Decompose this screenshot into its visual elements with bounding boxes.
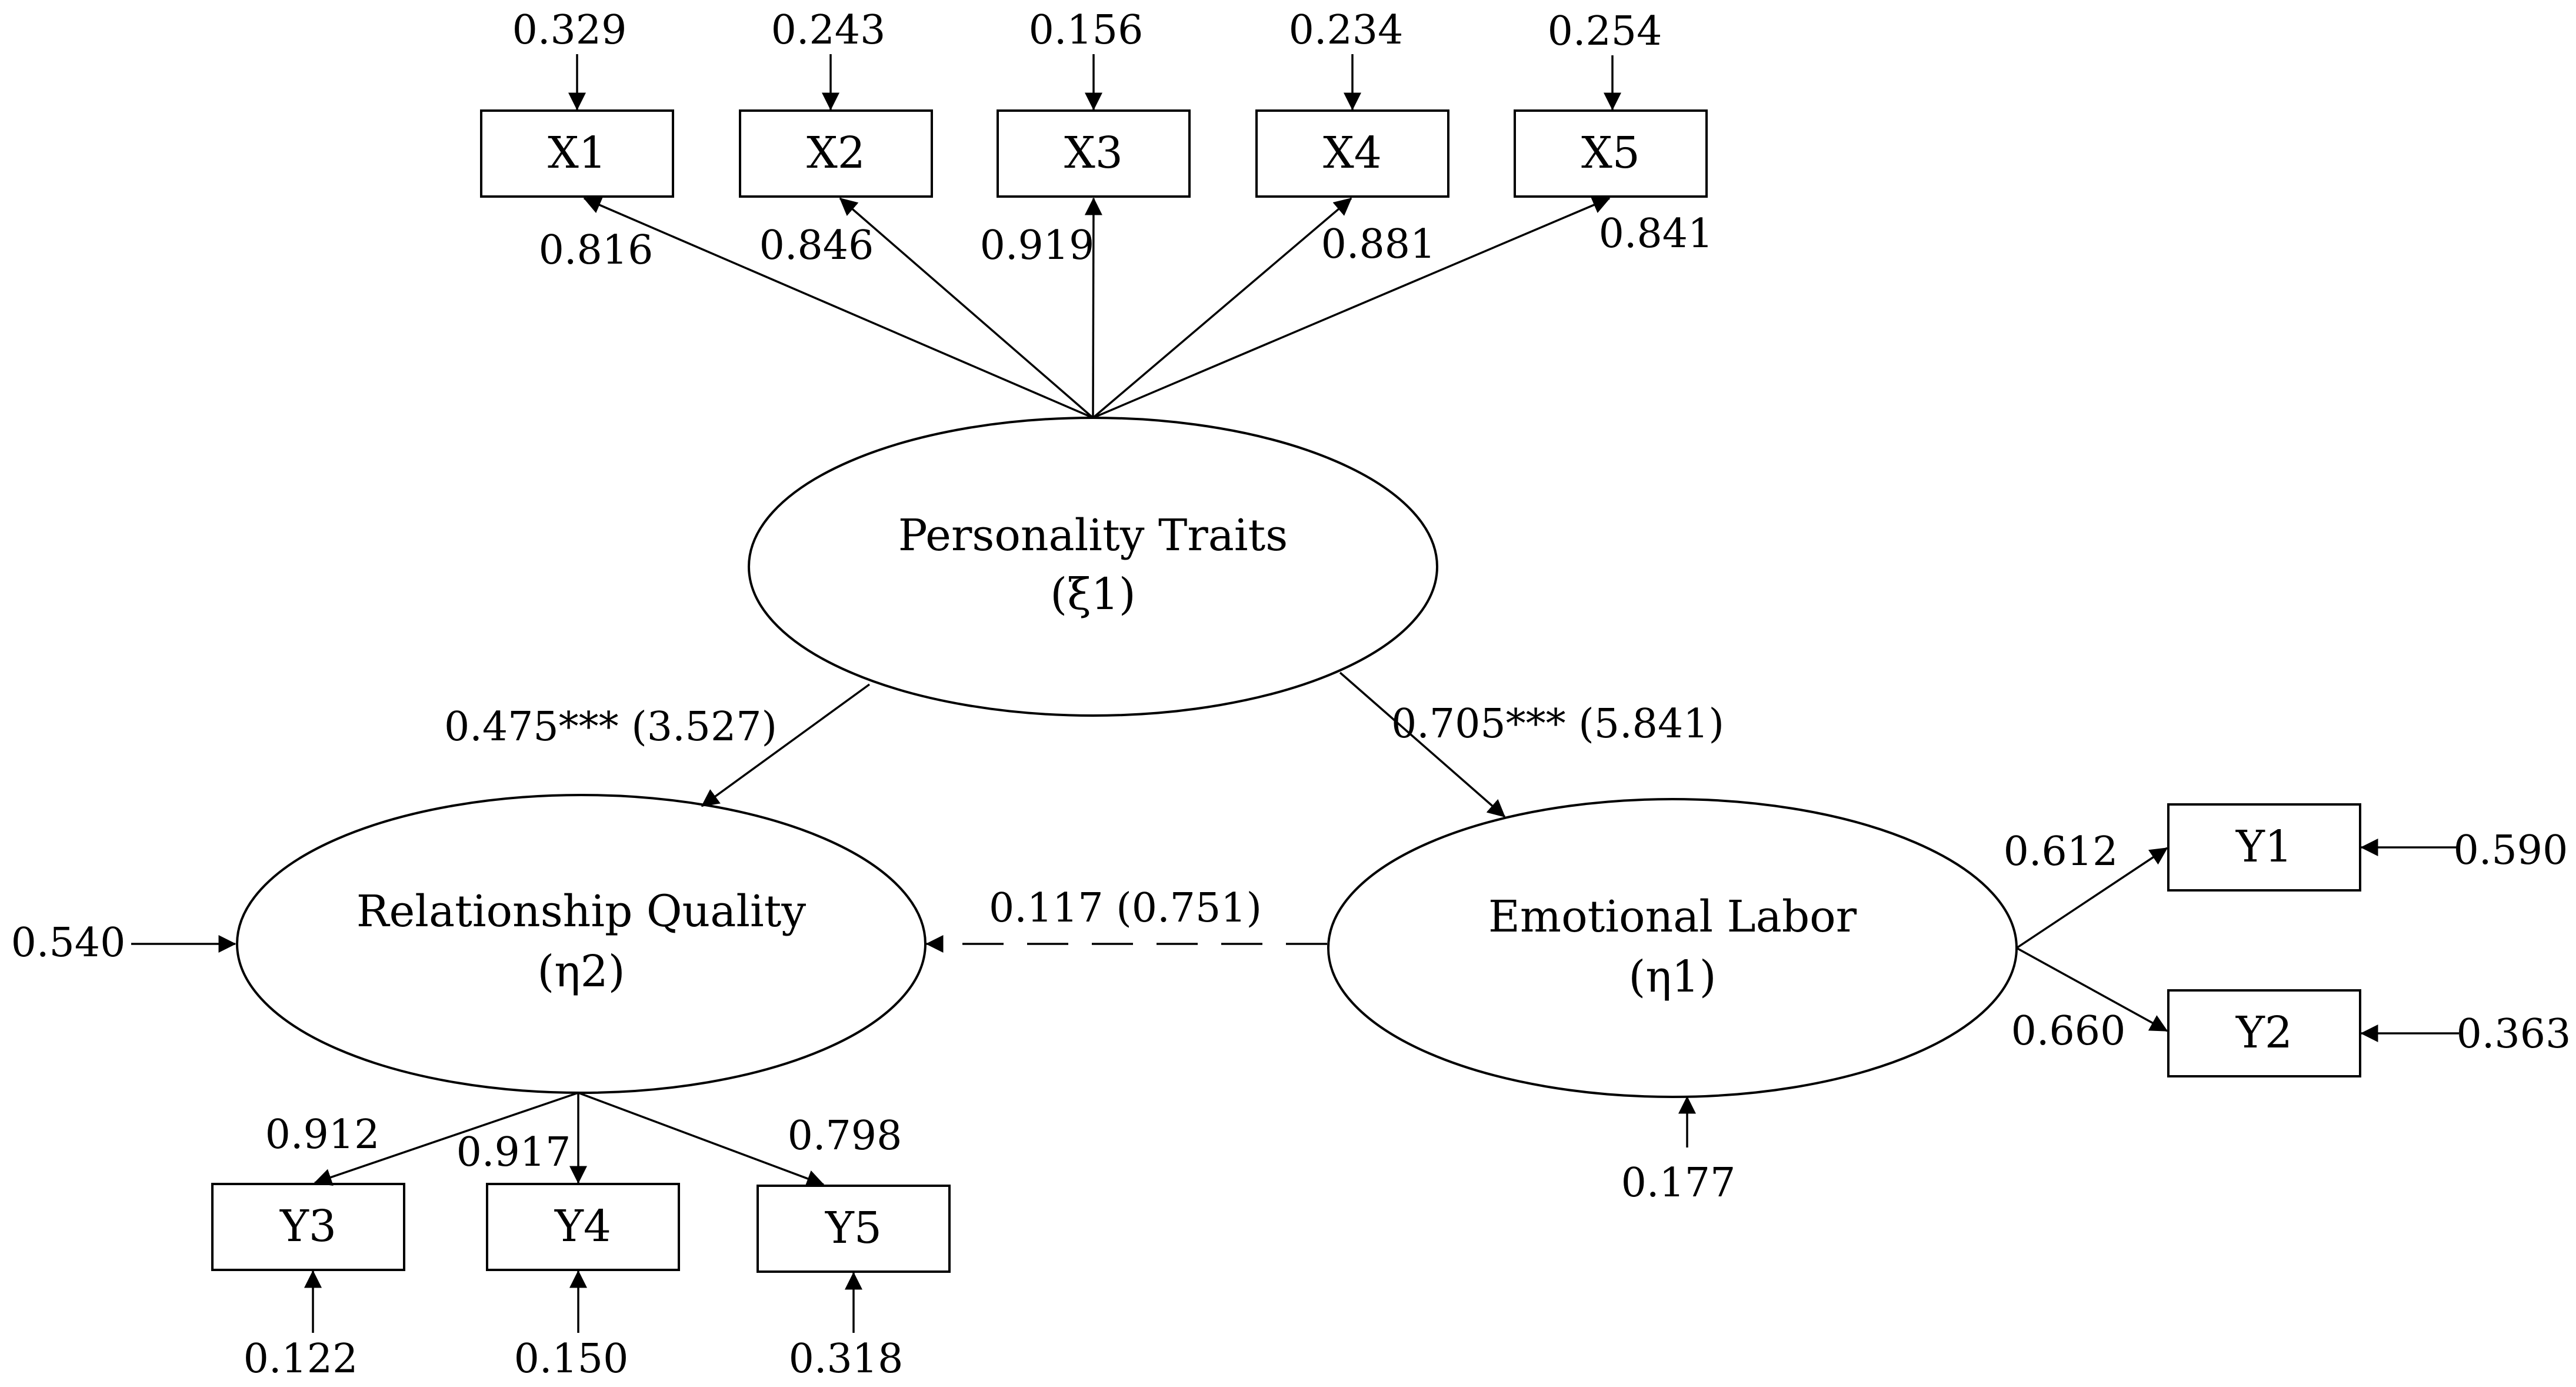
indicator-y3: Y3	[211, 1183, 405, 1271]
indicator-y3-label: Y3	[279, 1201, 336, 1252]
latent-personality-name: Personality Traits	[898, 510, 1288, 561]
y2-loading-value: 0.660	[2011, 1008, 2126, 1055]
x5-error-value: 0.254	[1548, 8, 1662, 55]
y3-error-value: 0.122	[244, 1336, 358, 1382]
x1-error-value: 0.329	[512, 7, 627, 54]
x3-error-value: 0.156	[1029, 7, 1144, 54]
y4-loading-value: 0.917	[456, 1129, 571, 1176]
indicator-y4-label: Y4	[554, 1201, 611, 1252]
x3-loading-value: 0.919	[980, 222, 1095, 269]
x4-loading-value: 0.881	[1321, 221, 1436, 268]
latent-relationship-name: Relationship Quality	[356, 886, 807, 937]
y3-loading-value: 0.912	[265, 1112, 380, 1158]
latent-emotional-labor: Emotional Labor (η1)	[1327, 798, 2018, 1098]
y1-error-value: 0.590	[2454, 827, 2568, 874]
path-personality-to-relationship	[701, 683, 871, 807]
x5-loading-value: 0.841	[1599, 211, 1714, 257]
path-personality-to-emotional-value: 0.705*** (5.841)	[1391, 701, 1724, 747]
x1-loading-arrow	[583, 197, 1094, 419]
indicator-y5-label: Y5	[825, 1203, 882, 1253]
indicator-x5-label: X5	[1581, 128, 1640, 178]
indicator-x3: X3	[997, 109, 1191, 198]
indicator-x1: X1	[480, 109, 674, 198]
y5-error-value: 0.318	[789, 1336, 904, 1382]
y1-loading-value: 0.612	[2004, 829, 2118, 875]
latent-emotional-symbol: (η1)	[1628, 952, 1716, 1002]
x3-loading-arrow	[1084, 197, 1102, 418]
indicator-x1-label: X1	[548, 128, 606, 178]
x2-error-value: 0.243	[771, 7, 886, 54]
indicator-y2: Y2	[2167, 989, 2361, 1077]
indicator-x2: X2	[739, 109, 933, 198]
x2-loading-value: 0.846	[759, 222, 874, 269]
x4-loading-arrow	[1092, 197, 1352, 419]
indicator-x2-label: X2	[807, 128, 865, 178]
x5-loading-arrow	[1092, 197, 1611, 419]
indicator-y1-label: Y1	[2235, 821, 2292, 872]
x4-error-value: 0.234	[1289, 7, 1404, 54]
path-personality-to-relationship-value: 0.475*** (3.527)	[444, 704, 777, 750]
indicator-x4-label: X4	[1323, 128, 1382, 178]
indicator-x3-label: X3	[1064, 128, 1123, 178]
latent-personality-symbol: (ξ1)	[1050, 569, 1136, 620]
indicator-y1: Y1	[2167, 803, 2361, 892]
indicator-y2-label: Y2	[2235, 1007, 2292, 1058]
indicator-x4: X4	[1255, 109, 1449, 198]
path-emotional-to-relationship-value: 0.117 (0.751)	[989, 885, 1262, 932]
latent-emotional-name: Emotional Labor	[1488, 892, 1857, 942]
y5-loading-value: 0.798	[788, 1113, 902, 1159]
x2-loading-arrow	[839, 197, 1094, 419]
indicator-y4: Y4	[486, 1183, 680, 1271]
path-personality-to-emotional	[1339, 671, 1506, 818]
latent-relationship-symbol: (η2)	[537, 946, 625, 997]
y1-loading-arrow	[2016, 847, 2168, 949]
y3-loading-arrow	[314, 1092, 579, 1186]
y5-loading-arrow	[578, 1092, 825, 1188]
indicator-y5: Y5	[757, 1185, 951, 1273]
y2-error-value: 0.363	[2457, 1011, 2571, 1057]
y4-error-value: 0.150	[514, 1336, 629, 1382]
x1-loading-value: 0.816	[539, 227, 654, 274]
y2-loading-arrow	[2016, 947, 2168, 1032]
latent-relationship-quality: Relationship Quality (η2)	[236, 794, 927, 1094]
emotional-disturbance-value: 0.177	[1621, 1160, 1736, 1206]
relationship-disturbance-value: 0.540	[11, 920, 126, 966]
indicator-x5: X5	[1514, 109, 1708, 198]
latent-personality-traits: Personality Traits (ξ1)	[748, 417, 1438, 717]
